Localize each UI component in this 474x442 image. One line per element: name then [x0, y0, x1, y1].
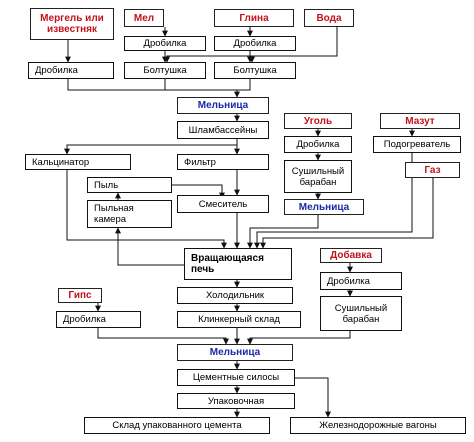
node-sushilny-dobavka: Сушильный барабан — [320, 296, 402, 331]
arrow-gas-to-kiln — [260, 178, 434, 249]
node-shlam: Шламбассейны — [177, 121, 269, 139]
node-vagony: Железнодорожные вагоны — [290, 417, 466, 434]
node-melnica-top: Мельница — [177, 97, 269, 114]
node-melnica-bottom: Мельница — [177, 344, 293, 361]
node-voda: Вода — [304, 9, 354, 27]
node-kalcinator: Кальцинатор — [25, 154, 131, 170]
node-boltushka-glina: Болтушка — [214, 62, 296, 79]
node-dobavka: Добавка — [320, 248, 382, 263]
node-boltushka-mel: Болтушка — [124, 62, 206, 79]
node-silosy: Цементные силосы — [177, 369, 295, 386]
arrow-coalmill-to-kiln — [247, 215, 319, 249]
node-mel: Мел — [124, 9, 164, 27]
arrow-boltushka-glina-to-mill — [234, 79, 251, 98]
node-gips: Гипс — [58, 288, 102, 303]
arrow-kiln-to-dust-chamber — [115, 227, 184, 266]
node-drobilka-ugol: Дробилка — [284, 136, 352, 153]
arrow-calciner-to-kiln — [66, 170, 227, 249]
arrow-heater-to-kiln — [254, 153, 413, 249]
flow-connectors — [64, 27, 434, 418]
node-mergel: Мергель или известняк — [30, 8, 114, 40]
node-drobilka-gips: Дробилка — [56, 311, 141, 328]
node-filtr: Фильтр — [177, 154, 269, 170]
node-holodilnik: Холодильник — [177, 287, 293, 304]
node-klinker: Клинкерный склад — [177, 311, 301, 328]
node-pyl: Пыль — [87, 177, 172, 193]
node-drobilka-mergel: Дробилка — [28, 62, 114, 79]
arrow-pyl-to-mixer — [172, 184, 225, 199]
node-glina: Глина — [214, 9, 294, 27]
node-sklad: Склад упакованного цемента — [84, 417, 270, 434]
arrow-dobavka-dryer-to-mill — [247, 331, 351, 345]
node-ugol: Уголь — [284, 113, 352, 129]
node-smesitel: Смеситель — [177, 195, 269, 213]
node-sushilny-ugol: Сушильный барабан — [284, 160, 352, 193]
node-upakovochnaya: Упаковочная — [177, 393, 295, 409]
node-gaz: Газ — [405, 162, 460, 178]
node-mazut: Мазут — [380, 113, 460, 129]
node-podogrevatel: Подогреватель — [373, 136, 461, 153]
arrow-voda — [252, 27, 338, 57]
node-pylnaya-kamera: Пыльная камера — [87, 200, 172, 228]
node-drobilka-dobavka: Дробилка — [320, 272, 402, 290]
node-drobilka-mel: Дробилка — [124, 36, 206, 51]
node-melnica-ugol: Мельница — [284, 199, 364, 215]
arrow-gips-crusher-to-mill — [97, 328, 229, 345]
arrow-to-mill-top — [67, 79, 237, 91]
node-drobilka-glina: Дробилка — [214, 36, 296, 51]
arrow-shlam-to-calciner — [64, 139, 238, 155]
node-kiln: Вращающаяся печь — [184, 248, 292, 280]
arrow-silos-to-wagons — [295, 377, 331, 418]
